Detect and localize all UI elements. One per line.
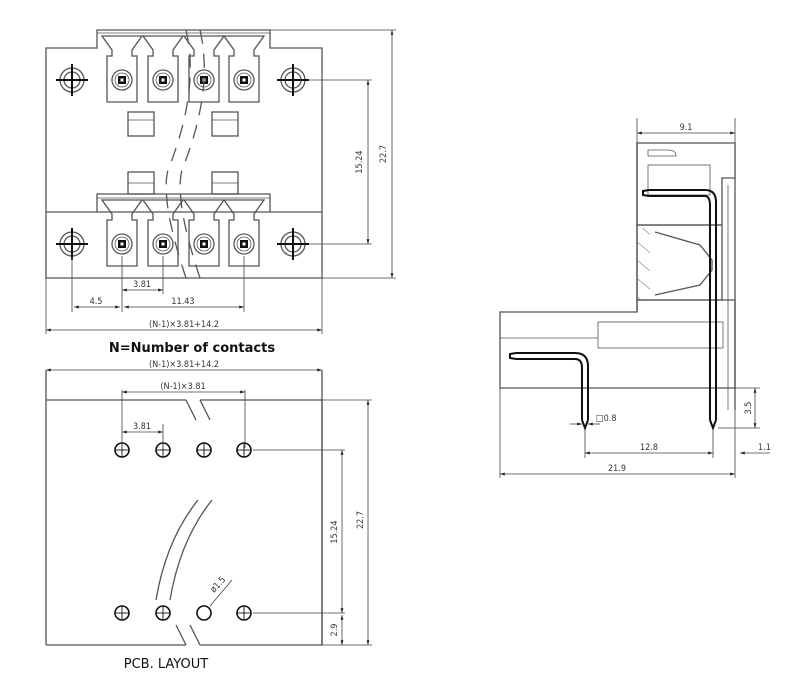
lower-housing-section [499, 299, 736, 389]
front-body-outline [45, 29, 323, 279]
pcb-break-lines [155, 399, 213, 646]
pcb-hole [196, 442, 212, 458]
pcb-layout: (N-1)×3.81+14.2 (N-1)×3.81 3.81 ø1.5 15.… [45, 360, 372, 672]
side-dim-pin-square: □0.8 [596, 414, 617, 424]
lower-pin [516, 352, 589, 420]
upper-pin [649, 189, 717, 420]
latch-tab [211, 111, 239, 137]
front-view: 15.24 22.7 3.81 4.5 11.43 (N-1)×3.81+14.… [45, 29, 396, 356]
side-view: 9.1 □0.8 12.8 21.9 3.5 1.1 [499, 118, 771, 478]
pcb-holes [114, 442, 252, 621]
lower-terminals [100, 199, 266, 267]
terminal [182, 199, 226, 267]
pcb-hole [236, 442, 252, 458]
latch-tab [127, 111, 155, 137]
mounting-hole [56, 64, 88, 96]
dim-height: 22.7 [379, 145, 389, 163]
dim-hole-spacing: 15.24 [355, 150, 365, 173]
pcb-dim-pitch: 3.81 [133, 422, 151, 432]
terminal [222, 199, 266, 267]
pcb-dim-hole-diameter: ø1.5 [209, 575, 228, 595]
pcb-dim-pitch-span: (N-1)×3.81 [160, 382, 205, 392]
pcb-dim-total-width: (N-1)×3.81+14.2 [149, 360, 219, 370]
side-dim-offset: 1.1 [758, 443, 771, 453]
dim-span: 11.43 [171, 297, 194, 307]
terminal [182, 35, 226, 103]
upper-housing-section [636, 142, 736, 226]
pcb-dim-height: 22.7 [356, 511, 366, 529]
side-dim-top-width: 9.1 [680, 123, 693, 133]
mounting-hole [277, 64, 309, 96]
pcb-dim-row-spacing: 15.24 [330, 520, 340, 543]
mounting-hole [277, 228, 309, 260]
pcb-dim-edge: 2.9 [330, 624, 340, 637]
side-dim-pin-length: 3.5 [744, 402, 754, 415]
pcb-hole [236, 605, 252, 621]
dim-total-width: (N-1)×3.81+14.2 [149, 320, 219, 330]
pcb-hole [114, 605, 130, 621]
pcb-outline [46, 399, 323, 646]
mounting-hole [56, 228, 88, 260]
terminal [141, 199, 185, 267]
caption-number-of-contacts: N=Number of contacts [109, 341, 275, 356]
dim-edge: 4.5 [90, 297, 103, 307]
terminal [141, 35, 185, 103]
pcb-hole [196, 605, 212, 621]
dim-pitch: 3.81 [133, 280, 151, 290]
lower-header-rail [96, 193, 271, 212]
side-dim-total-length: 21.9 [608, 464, 626, 474]
side-dim-pin-spacing: 12.8 [640, 443, 658, 453]
diameter-leader [209, 579, 233, 607]
upper-terminals [100, 35, 266, 103]
caption-pcb-layout: PCB. LAYOUT [124, 657, 209, 672]
terminal [222, 35, 266, 103]
break-lines [165, 29, 205, 279]
terminal [100, 35, 144, 103]
pcb-hole [155, 605, 171, 621]
terminal [100, 199, 144, 267]
